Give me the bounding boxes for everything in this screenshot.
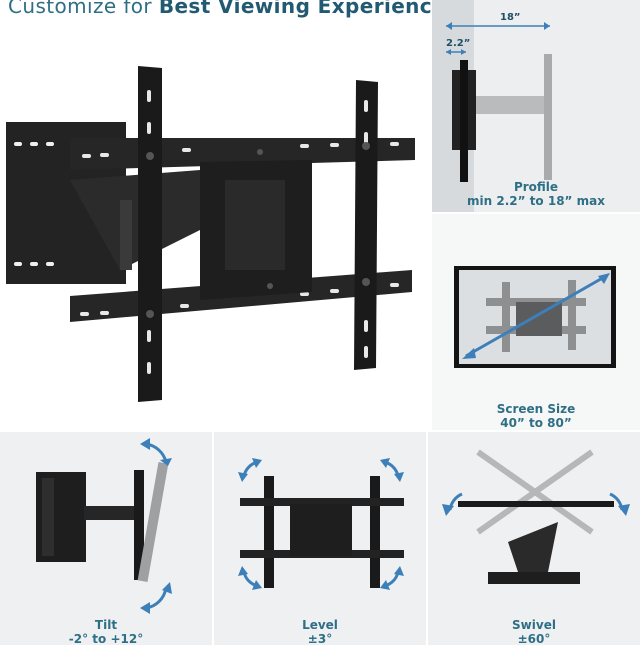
swivel-subtitle: ±60°: [517, 632, 551, 645]
headline-regular: Customize for: [8, 0, 153, 18]
profile-illustration: [432, 0, 552, 212]
swivel-title: Swivel: [512, 618, 556, 632]
level-subtitle: ±3°: [307, 632, 333, 645]
profile-subtitle: min 2.2” to 18” max: [467, 194, 605, 208]
screen-size-subtitle: 40” to 80”: [500, 416, 572, 430]
tilt-subtitle: -2° to +12°: [68, 632, 144, 645]
screen-size-title: Screen Size: [496, 402, 576, 416]
level-panel: Level ±3°: [214, 432, 426, 645]
tilt-panel: Tilt -2° to +12°: [0, 432, 212, 645]
screen-size-panel: Screen Size 40” to 80”: [432, 214, 640, 430]
profile-depth-dimension: 2.2”: [446, 38, 471, 49]
profile-caption: Profile min 2.2” to 18” max: [432, 180, 640, 208]
profile-title: Profile: [513, 180, 559, 194]
swivel-panel: Swivel ±60°: [428, 432, 640, 645]
tilt-illustration: [36, 438, 172, 614]
level-caption: Level ±3°: [214, 618, 426, 645]
screen-size-illustration: [454, 266, 616, 368]
headline-bold: Best Viewing Experience: [158, 0, 447, 18]
profile-width-dimension: 18”: [500, 12, 521, 23]
level-illustration: [238, 458, 404, 590]
swivel-caption: Swivel ±60°: [428, 618, 640, 645]
tilt-title: Tilt: [94, 618, 118, 632]
headline: Customize for Best Viewing Experience: [8, 0, 446, 24]
screen-size-caption: Screen Size 40” to 80”: [432, 402, 640, 430]
level-title: Level: [302, 618, 338, 632]
profile-panel: 18” 2.2” Profile min 2.2” to 18” max: [432, 0, 640, 212]
swivel-illustration: [442, 449, 630, 584]
tilt-caption: Tilt -2° to +12°: [0, 618, 212, 645]
tv-mount-hero-image: [0, 30, 430, 430]
